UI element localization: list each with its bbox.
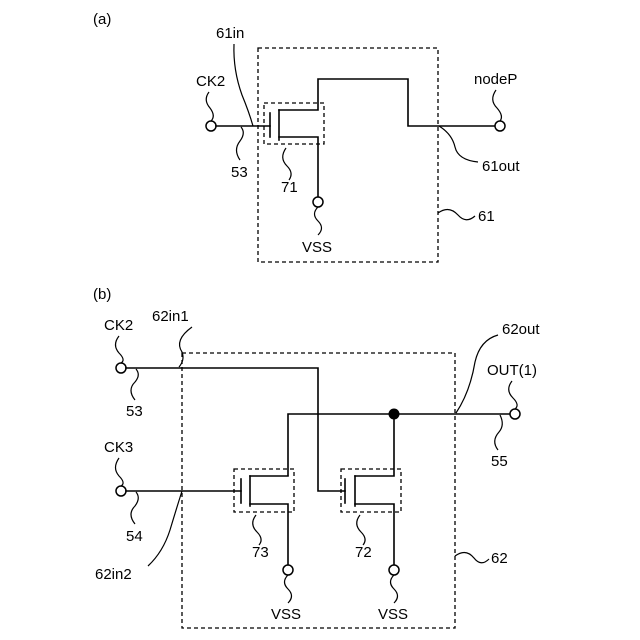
vss-label-72: VSS — [378, 606, 408, 623]
out-label: OUT(1) — [487, 362, 537, 379]
transistor-73-leader — [253, 515, 261, 545]
transistor-72-drain — [355, 414, 394, 476]
terminal-53-label: 53 — [126, 403, 143, 420]
ck2-label: CK2 — [196, 73, 225, 90]
out-terminal — [510, 409, 520, 419]
panel-b-label: (b) — [93, 286, 111, 303]
terminal-53-leader — [237, 127, 244, 160]
vss-terminal-73 — [283, 565, 293, 575]
block-62-leader — [455, 552, 489, 562]
input-62in1-label: 62in1 — [152, 308, 189, 325]
terminal-53-label: 53 — [231, 164, 248, 181]
vss-label-73: VSS — [271, 606, 301, 623]
vss-terminal — [313, 197, 323, 207]
ck3-leader — [116, 458, 124, 486]
panel-b: (b) CK2 53 62in1 CK3 54 62in2 73 — [93, 286, 540, 628]
transistor-71-boundary — [264, 103, 324, 144]
out-leader — [509, 381, 517, 409]
nodep-terminal — [495, 121, 505, 131]
input-62in2-label: 62in2 — [95, 566, 132, 583]
terminal-53-leader — [131, 369, 138, 400]
ck3-label: CK3 — [104, 439, 133, 456]
vss-terminal-72 — [389, 565, 399, 575]
ck2-leader — [206, 92, 213, 121]
output-61out-label: 61out — [482, 158, 520, 175]
vss-leader — [315, 207, 322, 235]
transistor-71-label: 71 — [281, 179, 298, 196]
output-bus — [288, 414, 510, 475]
ck2-label: CK2 — [104, 317, 133, 334]
terminal-54-label: 54 — [126, 528, 143, 545]
input-61in-leader — [234, 44, 253, 126]
transistor-72-leader — [357, 515, 365, 545]
ck3-terminal — [116, 486, 126, 496]
terminal-55-leader — [495, 415, 503, 450]
ck2-wire — [126, 368, 345, 491]
terminal-55-label: 55 — [491, 453, 508, 470]
transistor-72-label: 72 — [355, 544, 372, 561]
input-61in-label: 61in — [216, 25, 244, 42]
vss-leader-73 — [285, 575, 292, 603]
input-62in1-leader — [179, 327, 192, 367]
terminal-54-leader — [131, 492, 138, 524]
transistor-73-label: 73 — [252, 544, 269, 561]
transistor-71-drain-to-node — [279, 79, 495, 126]
transistor-71-leader — [283, 148, 291, 180]
input-62in2-leader — [148, 491, 182, 566]
panel-a: (a) CK2 53 61in 71 VSS nodeP 61out — [93, 11, 520, 262]
vss-leader-72 — [391, 575, 398, 603]
nodep-label: nodeP — [474, 71, 517, 88]
ck2-terminal — [116, 363, 126, 373]
vss-label: VSS — [302, 239, 332, 256]
block-62-label: 62 — [491, 550, 508, 567]
nodep-leader — [493, 90, 502, 121]
ck2-terminal — [206, 121, 216, 131]
block-61-leader — [438, 209, 475, 219]
output-62out-label: 62out — [502, 321, 540, 338]
output-61out-leader — [439, 126, 478, 162]
ck2-leader — [116, 336, 124, 363]
block-61-boundary — [258, 48, 438, 262]
block-61-label: 61 — [478, 208, 495, 225]
panel-a-label: (a) — [93, 11, 111, 28]
